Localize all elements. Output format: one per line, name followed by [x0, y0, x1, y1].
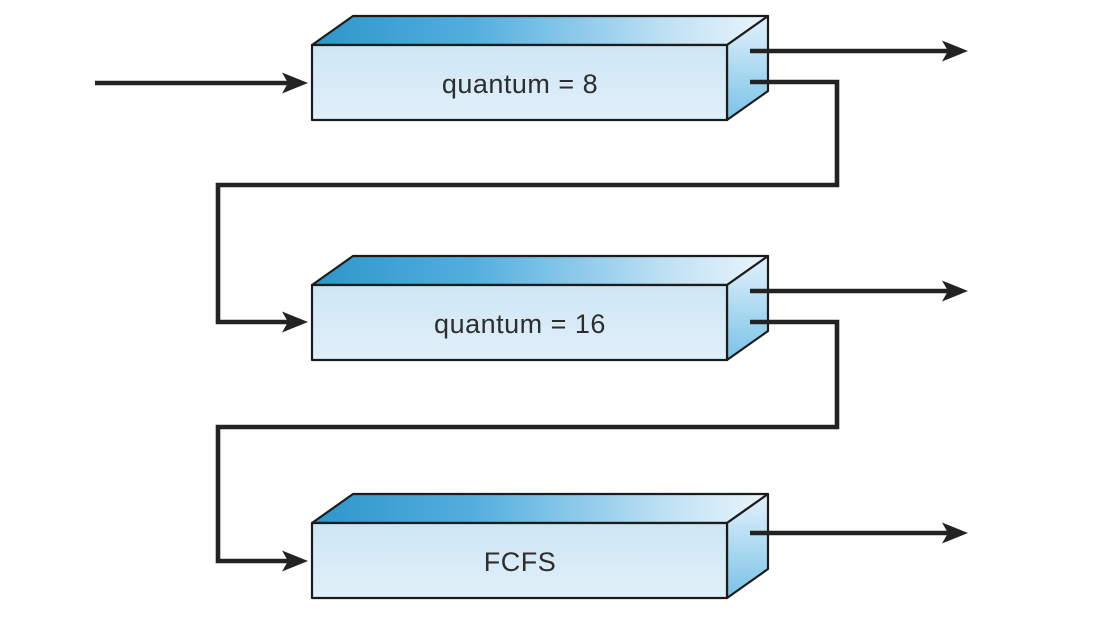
queue-1-label: quantum = 16: [434, 309, 606, 339]
queue-2-label: FCFS: [484, 547, 557, 577]
arrow-demote-queue-1-to-queue-2: [215, 319, 840, 572]
box-top-face: [310, 254, 770, 287]
box-front-face: [310, 521, 729, 600]
box-front-face: [310, 283, 729, 362]
box-top-face: [310, 492, 770, 525]
queue-0-label: quantum = 8: [442, 69, 598, 99]
box-front-face: [310, 43, 729, 122]
box-top-face: [310, 14, 770, 47]
arrow-demote-queue-0-to-queue-1: [215, 79, 840, 333]
flow-arrows: [95, 40, 968, 572]
queue-box-1: quantum = 16: [310, 254, 770, 362]
queue-box-0: quantum = 8: [310, 14, 770, 122]
queue-box-2: FCFS: [310, 492, 770, 600]
